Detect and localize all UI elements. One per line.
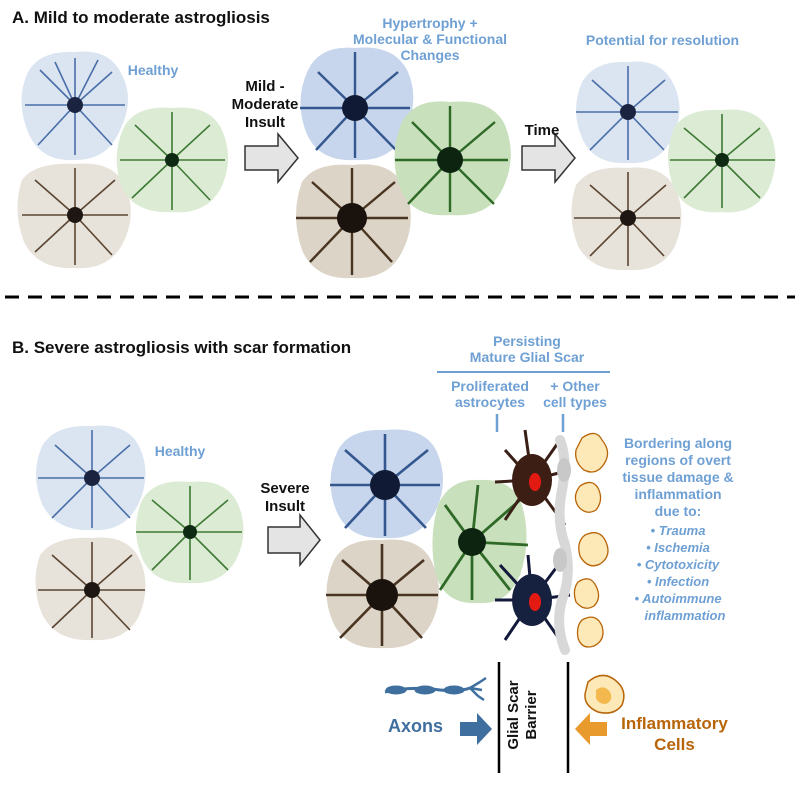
hypertrophy-line-1: Hypertrophy + [382, 15, 478, 31]
resolved-astrocyte-green [668, 109, 776, 213]
insult-line-2: Moderate [231, 96, 299, 113]
scar-header-line-1: Persisting [493, 333, 561, 349]
barrier-label: Glial Scar Barrier [505, 660, 541, 770]
cause-infection: • Infection [646, 574, 710, 589]
resolution-label: Potential for resolution [585, 32, 740, 48]
hypertrophic-astrocyte-blue [300, 47, 414, 161]
panel-b-healthy-label: Healthy [154, 443, 206, 459]
insult-line-3: Insult [245, 114, 285, 131]
proliferated-line-1: Proliferated [451, 378, 529, 394]
other-types-label: + Other cell types [535, 378, 615, 410]
scar-header: Persisting Mature Glial Scar [443, 333, 611, 365]
cause-autoimmune: • Autoimmune [634, 591, 722, 606]
healthy-astrocyte-brown [17, 163, 131, 269]
reactive-astrocyte-green [432, 479, 529, 604]
axons-label: Axons [388, 716, 444, 736]
resolved-astrocyte-brown [571, 167, 682, 271]
hypertrophic-astrocyte-brown [296, 164, 411, 279]
healthy-astrocyte-brown-b [35, 537, 146, 641]
barrier-line-1-text: Glial Scar [505, 680, 522, 750]
bordering-line-5: due to: [654, 503, 702, 519]
causes-list: • Trauma • Ischemia • Cytotoxicity • Inf… [608, 522, 748, 624]
severe-insult-label: Severe Insult [245, 480, 325, 516]
axon-arrow [460, 713, 492, 745]
other-cell-types [553, 435, 573, 655]
time-label: Time [524, 122, 560, 139]
hypertrophic-astrocyte-green [394, 101, 511, 216]
inflammatory-line-1: Inflammatory [621, 714, 728, 733]
inflammatory-arrow [575, 713, 607, 745]
panel-a-healthy-label: Healthy [127, 62, 179, 78]
hypertrophy-line-2: Molecular & Functional [352, 31, 507, 47]
bordering-label: Bordering along regions of overt tissue … [608, 435, 748, 520]
healthy-astrocyte-green [116, 107, 229, 213]
other-line-2: cell types [543, 394, 607, 410]
proliferated-label: Proliferated astrocytes [440, 378, 540, 410]
proliferated-line-2: astrocytes [454, 394, 526, 410]
inflammatory-cells-column [573, 432, 609, 648]
panel-b-title: B. Severe astrogliosis with scar formati… [12, 338, 352, 357]
scar-header-line-2: Mature Glial Scar [469, 349, 585, 365]
healthy-astrocyte-blue-b [36, 425, 146, 531]
reactive-astrocyte-brown [326, 539, 439, 649]
severe-line-2: Insult [265, 498, 305, 515]
insult-arrow-a [244, 131, 299, 185]
time-arrow [521, 131, 576, 185]
proliferated-astrocyte-navy [495, 554, 571, 641]
bordering-line-1: Bordering along [623, 435, 733, 451]
hypertrophy-label: Hypertrophy + Molecular & Functional Cha… [325, 15, 535, 63]
reactive-astrocyte-blue [330, 429, 444, 539]
inflammatory-cells-label: Inflammatory Cells [612, 713, 737, 755]
hypertrophy-line-3: Changes [400, 47, 460, 63]
panel-a-title: A. Mild to moderate astrogliosis [12, 8, 270, 27]
healthy-astrocyte-blue [21, 51, 129, 161]
barrier-line-2-text: Barrier [523, 690, 540, 740]
axon-icon [384, 676, 487, 702]
panel-a-insult-label: Mild - Moderate Insult [222, 78, 308, 132]
other-line-1: + Other [550, 378, 600, 394]
bordering-line-2: regions of overt [625, 452, 731, 468]
severe-line-1: Severe [260, 480, 310, 497]
cause-ischemia: • Ischemia [646, 540, 710, 555]
healthy-astrocyte-green-b [136, 481, 244, 584]
bordering-line-3: tissue damage & [622, 469, 734, 485]
resolved-astrocyte-blue [576, 61, 680, 164]
cause-inflammation: inflammation [644, 608, 726, 623]
bordering-line-4: inflammation [634, 486, 722, 502]
inflammatory-cell-icon [584, 674, 625, 714]
insult-line-1: Mild - [245, 78, 285, 95]
inflammatory-line-2: Cells [654, 735, 695, 754]
cause-trauma: • Trauma [650, 523, 706, 538]
insult-arrow-b [267, 512, 321, 568]
cause-cytotoxicity: • Cytotoxicity [636, 557, 720, 572]
